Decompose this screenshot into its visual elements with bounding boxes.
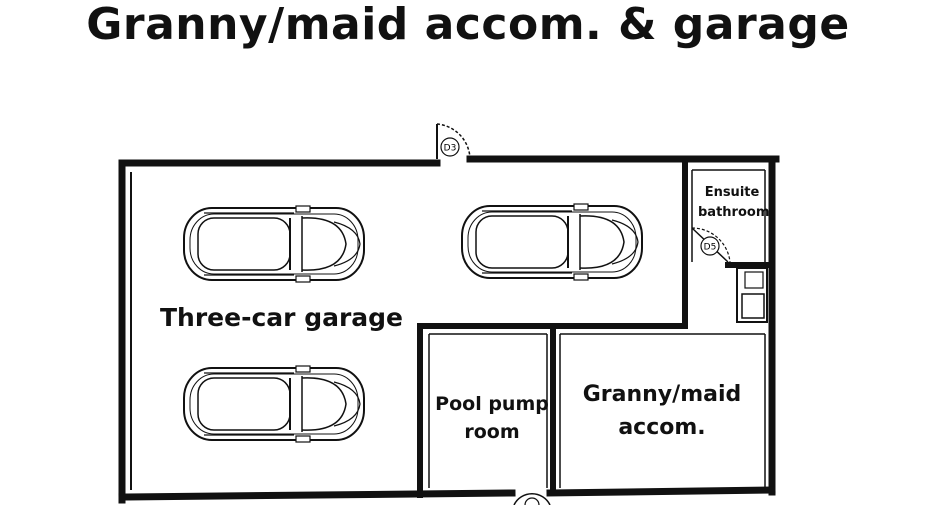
door-d5-tag bbox=[700, 236, 720, 256]
door-d3-label: D3 bbox=[444, 144, 457, 154]
room-label-ensuite: Ensuite bathroom bbox=[698, 183, 770, 223]
wall-bottom-right bbox=[546, 486, 776, 497]
door-d5: D5 bbox=[691, 227, 731, 263]
granny-line-1: Granny/maid bbox=[582, 382, 742, 407]
room-label-garage: Three-car garage bbox=[160, 303, 404, 332]
plan-title: Granny/maid accom. & garage bbox=[86, 0, 850, 50]
car-bottom-left bbox=[183, 365, 365, 443]
wall-bottom-left bbox=[118, 489, 516, 501]
inner-walls bbox=[417, 162, 775, 498]
door-bottom bbox=[513, 493, 551, 505]
pump-line-1: Pool pump bbox=[435, 393, 549, 415]
ensuite-line-2: bathroom bbox=[698, 205, 770, 220]
room-label-granny: Granny/maid accom. bbox=[572, 378, 752, 444]
door-d5-label: D5 bbox=[704, 243, 717, 253]
door-d3-tag bbox=[440, 137, 460, 157]
room-label-pump: Pool pump room bbox=[430, 390, 554, 446]
pump-line-2: room bbox=[464, 421, 520, 443]
granny-line-2: accom. bbox=[618, 415, 706, 440]
ensuite-line-1: Ensuite bbox=[704, 185, 760, 200]
door-d3: D3 bbox=[436, 123, 471, 160]
inner-detail-lines bbox=[428, 169, 766, 488]
outer-walls bbox=[118, 155, 780, 504]
car-top-left bbox=[183, 205, 365, 283]
sink-icon bbox=[736, 267, 768, 323]
car-top-right bbox=[461, 203, 643, 281]
